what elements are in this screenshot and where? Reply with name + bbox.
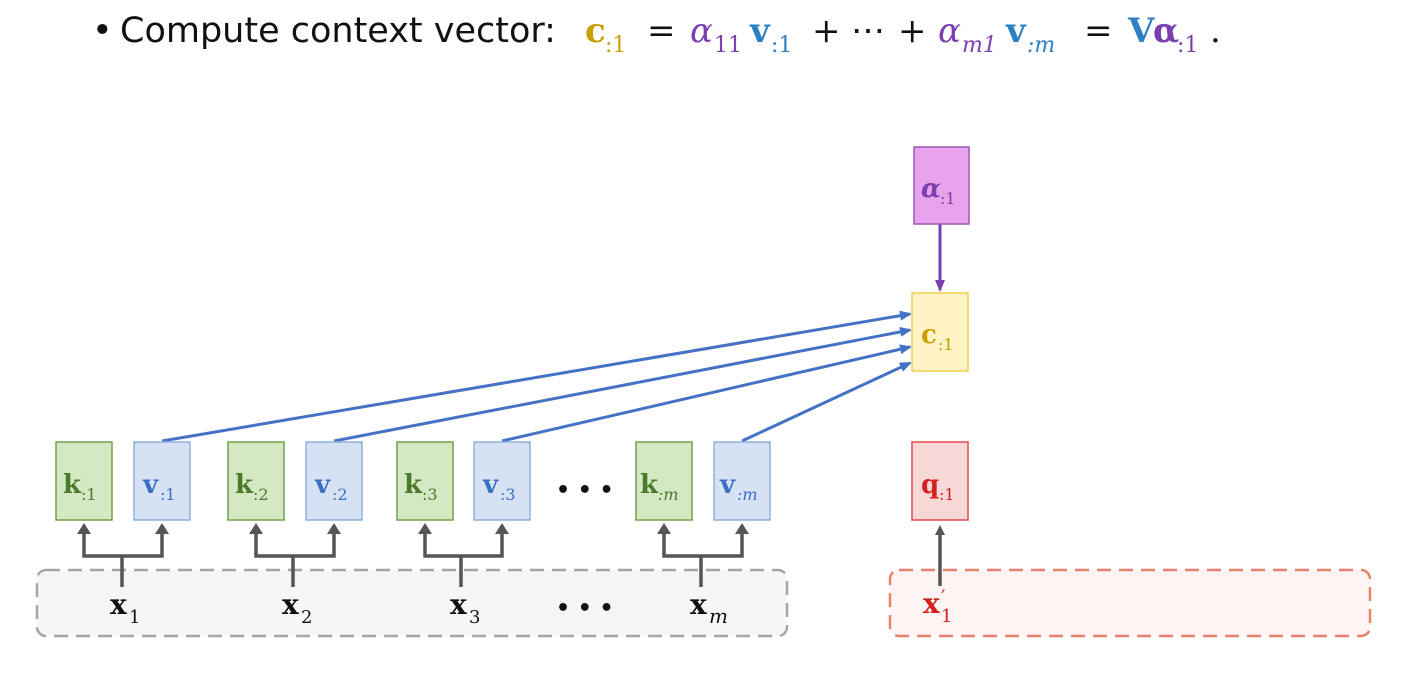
key-sub-1: :1 — [81, 485, 97, 504]
value-sub-m: :m — [737, 485, 758, 504]
fork-m — [662, 532, 744, 587]
formula-plus-1: + — [812, 11, 841, 51]
input-x-2: x — [282, 588, 299, 621]
formula-vm: v — [1005, 11, 1027, 51]
query-box-symbol: q — [921, 470, 939, 500]
input-x-m: x — [690, 588, 707, 621]
value-box-m — [713, 441, 771, 521]
formula-alpha-11: α — [690, 11, 713, 51]
formula-plus-2: + — [898, 11, 927, 51]
input-x-sub-m: m — [709, 604, 728, 628]
query-input-label: x ′ 1 — [923, 585, 952, 627]
value-symbol-3: v — [482, 470, 499, 500]
input-x-3: x — [450, 588, 467, 621]
input-x-1: x — [110, 588, 127, 621]
arrow-v2-to-c — [333, 326, 912, 443]
formula-v1: v — [749, 11, 771, 51]
formula-alpha-m1-sub: m1 — [962, 33, 997, 58]
fork-2 — [254, 532, 336, 587]
query-input-sub: 1 — [941, 606, 952, 627]
value-box-1 — [133, 441, 191, 521]
formula-V: V — [1127, 11, 1155, 51]
kv-pair-m: k :m v :m x m — [635, 441, 771, 628]
ellipsis-top: • • • — [556, 478, 614, 503]
formula-alpha-vec: α — [1153, 11, 1179, 51]
formula-alpha-11-sub: 11 — [714, 33, 742, 58]
input-x-sub-2: 2 — [301, 607, 312, 628]
key-symbol-2: k — [235, 470, 254, 500]
input-x-sub-1: 1 — [129, 607, 140, 628]
context-box-symbol: c — [921, 320, 937, 350]
value-sub-3: :3 — [500, 485, 516, 504]
value-to-context-arrows — [161, 310, 912, 443]
alpha-box: α :1 — [913, 146, 970, 225]
kv-pair-2: k :2 v :2 x 2 — [227, 441, 363, 628]
query-input-prime: ′ — [941, 585, 946, 609]
alpha-box-sub: :1 — [940, 189, 956, 208]
value-symbol-2: v — [314, 470, 331, 500]
query-input-symbol: x — [923, 587, 940, 620]
kv-pair-1: k :1 v :1 x 1 — [55, 441, 191, 628]
formula-c-sub: :1 — [605, 33, 626, 58]
key-symbol-3: k — [404, 470, 423, 500]
key-box-m — [635, 441, 693, 521]
value-box-2 — [305, 441, 363, 521]
value-sub-1: :1 — [160, 485, 176, 504]
query-box: q :1 — [911, 441, 969, 521]
key-box-3 — [396, 441, 454, 521]
bullet: • — [92, 11, 113, 51]
formula-label: Compute context vector: — [120, 11, 556, 51]
formula-c: c — [585, 11, 606, 51]
value-symbol-1: v — [142, 470, 159, 500]
input-sequence-box — [35, 568, 789, 638]
kv-pair-3: k :3 v :3 x 3 — [396, 441, 531, 628]
key-box-2 — [227, 441, 285, 521]
arrow-vm-to-c — [741, 361, 912, 443]
context-box-sub: :1 — [938, 335, 954, 354]
key-symbol-m: k — [640, 470, 659, 500]
key-sub-3: :3 — [422, 485, 438, 504]
key-box-1 — [55, 441, 113, 521]
query-input-box — [888, 568, 1372, 638]
formula-vm-sub: :m — [1027, 33, 1055, 58]
formula-period: . — [1210, 11, 1221, 51]
formula-v1-sub: :1 — [771, 33, 792, 58]
key-sub-m: :m — [658, 485, 679, 504]
value-sub-2: :2 — [332, 485, 348, 504]
key-sub-2: :2 — [253, 485, 269, 504]
fork-1 — [82, 532, 164, 587]
formula-dots: ⋯ — [851, 11, 885, 51]
context-vector-formula: c :1 = α 11 v :1 + ⋯ + α m1 v :m = V α :… — [585, 11, 1221, 58]
input-x-sub-3: 3 — [469, 607, 480, 628]
query-box-sub: :1 — [939, 485, 955, 504]
context-box: c :1 — [911, 292, 969, 372]
formula-alpha-m1: α — [938, 11, 961, 51]
value-symbol-m: v — [719, 470, 736, 500]
arrow-v1-to-c — [161, 310, 912, 443]
arrow-v3-to-c — [501, 344, 912, 443]
formula-equals-1: = — [647, 11, 676, 51]
key-symbol-1: k — [63, 470, 82, 500]
value-box-3 — [473, 441, 531, 521]
alpha-box-symbol: α — [921, 174, 941, 204]
formula-alpha-vec-sub: :1 — [1177, 33, 1198, 58]
ellipsis-bottom: • • • — [556, 596, 614, 621]
fork-3 — [423, 532, 504, 587]
formula-equals-2: = — [1084, 11, 1113, 51]
